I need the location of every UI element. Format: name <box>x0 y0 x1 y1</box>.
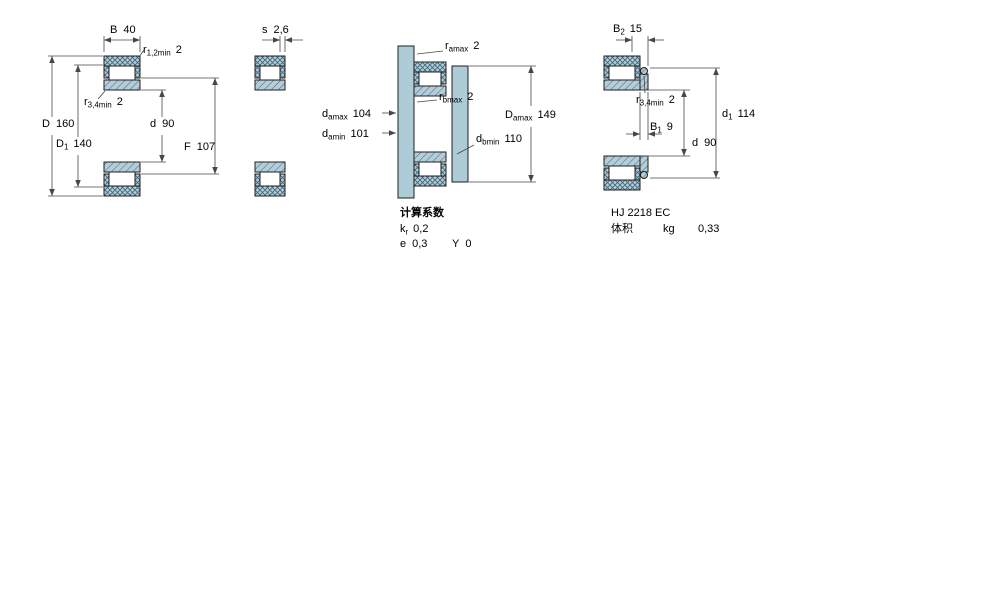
flange-right-top <box>279 65 286 79</box>
mass-unit: kg <box>663 223 675 235</box>
housing-abutment <box>451 65 469 183</box>
outer-ring-bottom <box>103 185 141 197</box>
outer-ring-top <box>103 55 141 67</box>
angle-ring-lip-bottom <box>640 171 648 179</box>
outer-ring-flange-right-bottom <box>134 173 141 187</box>
inner-ring-bottom <box>603 155 641 167</box>
flange-left-top <box>603 65 610 79</box>
flange-left-top <box>413 71 420 85</box>
shaft-abutment <box>397 45 415 199</box>
inner-ring-bottom <box>413 151 447 163</box>
angle-ring-bottom <box>639 155 649 173</box>
flange-left-bottom <box>603 167 610 181</box>
mass-label: 体积 <box>611 221 633 235</box>
roller-top <box>259 65 281 81</box>
flange-left-bottom <box>254 173 261 187</box>
outer-ring-bottom <box>603 179 641 191</box>
inner-ring-bottom <box>254 161 286 173</box>
angle-ring-designation: HJ 2218 EC <box>611 207 670 219</box>
outer-ring-flange-right-top <box>134 65 141 79</box>
outer-ring-bottom <box>254 185 286 197</box>
flange-right-top <box>440 71 447 85</box>
roller-bottom <box>259 171 281 187</box>
outer-ring-bottom <box>413 175 447 187</box>
flange-right-bottom <box>279 173 286 187</box>
roller-bottom <box>608 165 636 181</box>
flange-right-bottom <box>634 167 641 181</box>
flange-right-bottom <box>440 163 447 177</box>
leader-line-r34 <box>97 90 106 100</box>
leader-line-r12 <box>138 49 145 58</box>
outer-ring-top <box>603 55 641 67</box>
inner-ring-top <box>103 79 141 91</box>
calc-factors-title: 计算系数 <box>400 205 445 219</box>
mass-value: 0,33 <box>698 223 719 235</box>
flange-left-top <box>254 65 261 79</box>
leader-line-ra <box>416 50 444 55</box>
inner-ring-top <box>603 79 641 91</box>
leader-line-dbmin <box>456 144 475 155</box>
inner-ring-bottom <box>103 161 141 173</box>
outer-ring-flange-left-top <box>103 65 110 79</box>
flange-right-top <box>634 65 641 79</box>
outer-ring-top <box>413 61 447 73</box>
inner-ring-top <box>413 85 447 97</box>
inner-ring-top <box>254 79 286 91</box>
roller-bottom <box>418 161 442 177</box>
roller-bottom <box>108 171 136 187</box>
flange-left-bottom <box>413 163 420 177</box>
roller-top <box>108 65 136 81</box>
outer-ring-flange-left-bottom <box>103 173 110 187</box>
angle-ring-lip-top <box>640 67 648 75</box>
leader-line-rb <box>416 99 438 103</box>
roller-top <box>608 65 636 81</box>
outer-ring-top <box>254 55 286 67</box>
roller-top <box>418 71 442 87</box>
